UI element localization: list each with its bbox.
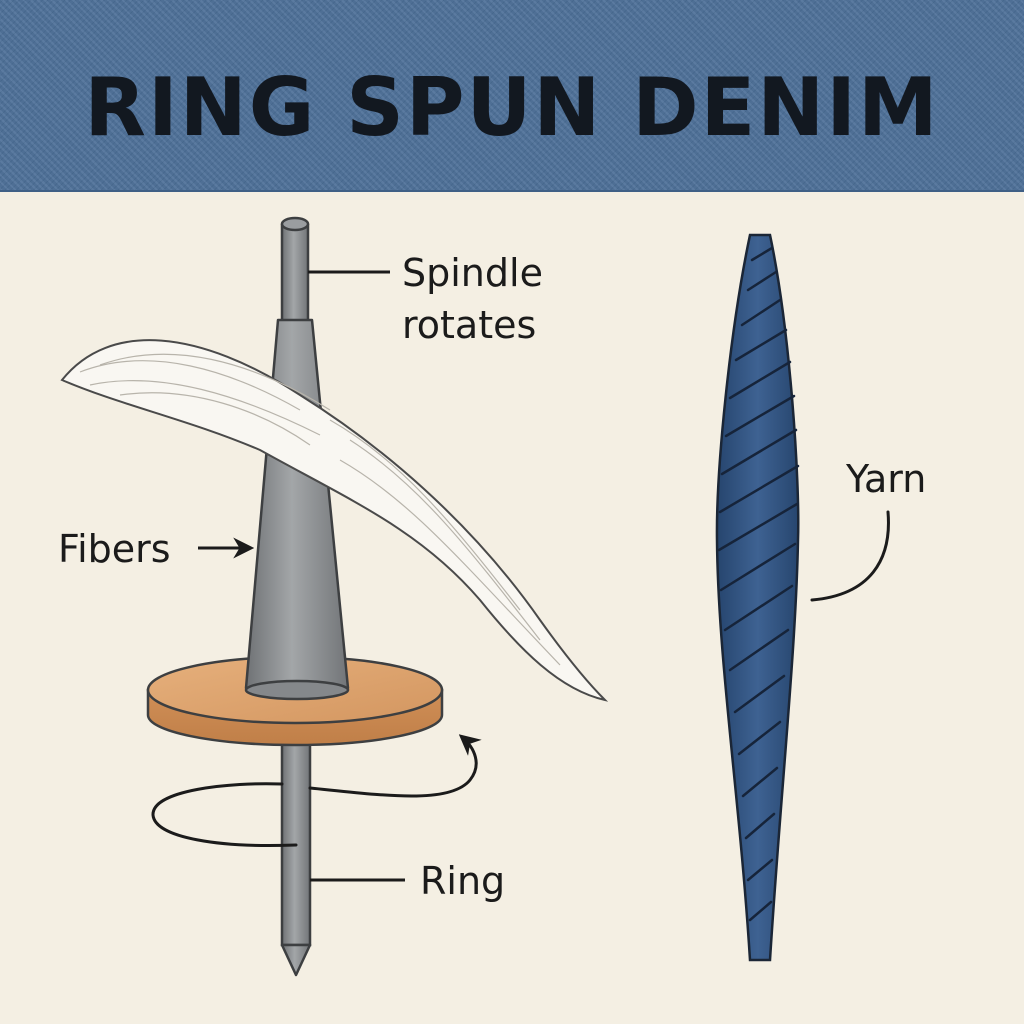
rotation-arrow-icon [151,737,476,847]
fibers-label: Fibers [58,527,171,571]
yarn-leader-line [810,510,890,602]
spindle-label-line1: Spindle [402,251,543,295]
yarn [715,233,800,962]
spindle-label-line2: rotates [402,303,536,347]
yarn-label: Yarn [845,457,926,501]
fiber-bundle [60,339,609,702]
page-title: RING SPUN DENIM [84,61,940,154]
header-banner [0,0,1024,192]
spindle-lower-shaft [280,718,312,977]
ring-label: Ring [420,859,505,903]
